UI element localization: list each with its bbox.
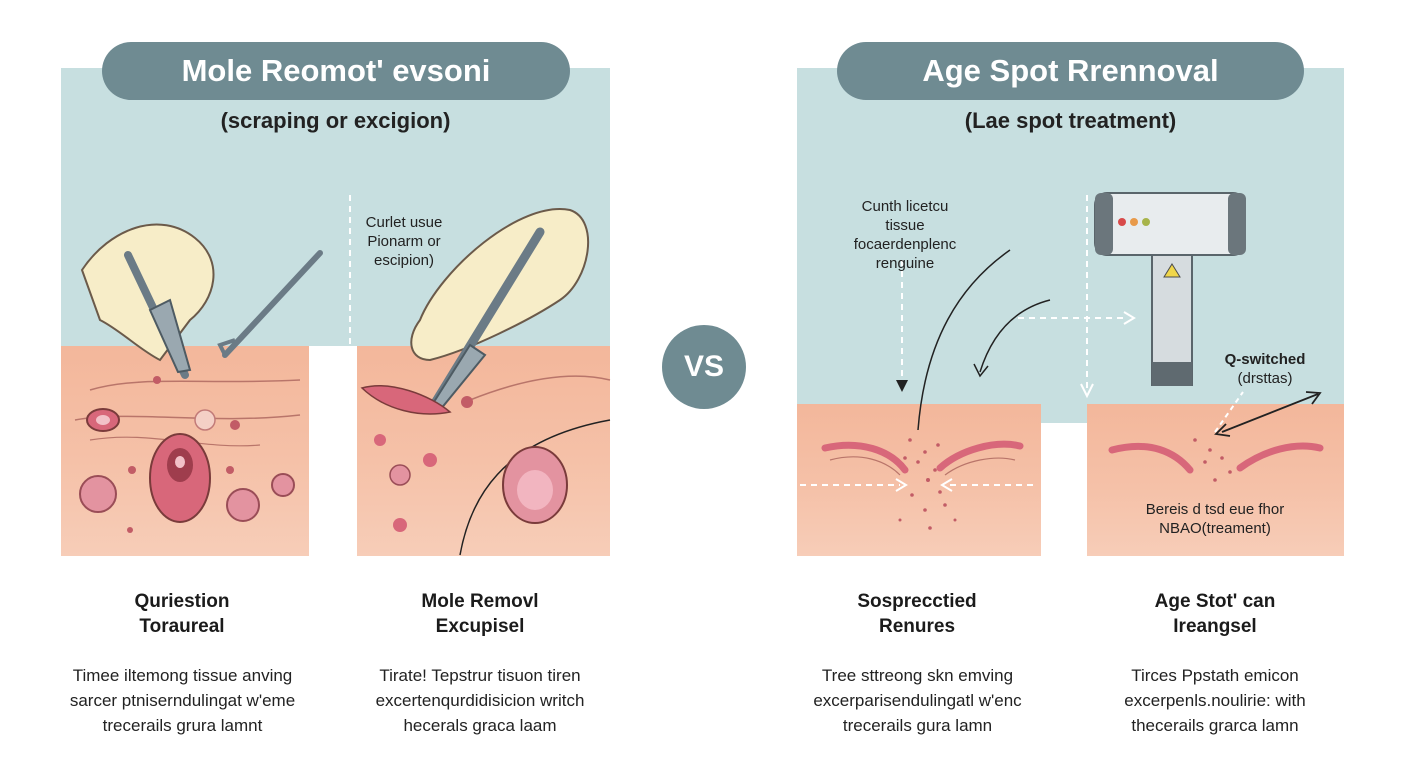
measurement-arrow bbox=[1221, 393, 1319, 433]
mole-removal-title: Mole Reomot' evsoni bbox=[102, 42, 570, 100]
technique-note: Cunth licetcu tissue focaerdenplenc reng… bbox=[853, 198, 957, 272]
laser-device-head bbox=[1094, 192, 1246, 256]
vs-badge: VS bbox=[662, 325, 746, 409]
age-spot-title: Age Spot Rrennoval bbox=[837, 42, 1304, 100]
incision bbox=[360, 385, 452, 415]
skin-block-before bbox=[797, 404, 1041, 556]
age-spot-panel bbox=[797, 68, 1344, 423]
q-switched-label: Q-switched (drsttas) bbox=[1224, 351, 1306, 387]
indicator-light bbox=[1118, 218, 1126, 226]
mole-removal-illustration bbox=[74, 195, 611, 556]
warning-icon bbox=[1163, 263, 1181, 278]
forceps-tool bbox=[222, 250, 323, 358]
mole-removal-subtitle: (scraping or excigion) bbox=[220, 108, 451, 133]
laser-panel-note: Bereis d tsd eue fhor NBAO(treament) bbox=[1145, 501, 1285, 537]
age-spot-subtitle: (Lae spot treatment) bbox=[964, 108, 1177, 133]
tool-note: Curlet usue Pionarm or escipion) bbox=[365, 214, 443, 269]
age-spot-illustration bbox=[821, 192, 1324, 530]
hand-right bbox=[410, 208, 590, 362]
